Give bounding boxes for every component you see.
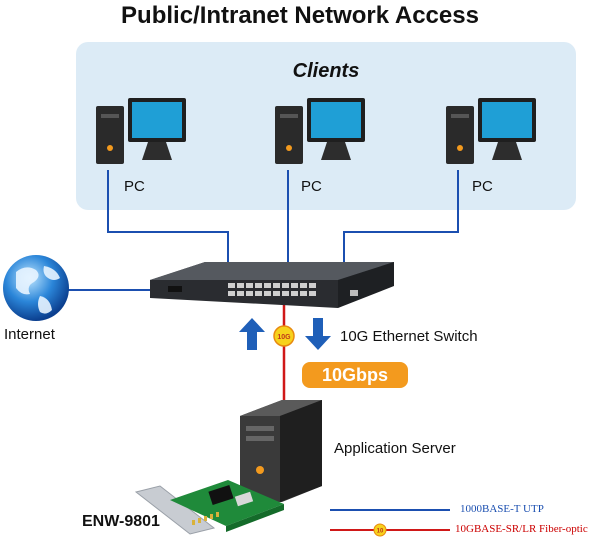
arrow-down-icon bbox=[305, 318, 331, 350]
pc-label: PC bbox=[301, 178, 322, 195]
legend-utp-label: 1000BASE-T UTP bbox=[460, 503, 544, 515]
pc-label: PC bbox=[124, 178, 145, 195]
pc-label: PC bbox=[472, 178, 493, 195]
link-pc1-switch bbox=[107, 170, 229, 262]
switch-icon bbox=[150, 262, 394, 308]
speed-badge: 10Gbps bbox=[302, 362, 408, 388]
link-pc3-switch bbox=[343, 170, 459, 262]
utp-links bbox=[66, 170, 459, 291]
internet-label: Internet bbox=[4, 326, 55, 343]
legend-fiber-badge-text: 10 bbox=[377, 529, 384, 535]
nic-card-icon bbox=[134, 480, 284, 535]
clients-label: Clients bbox=[292, 60, 360, 82]
pc-icon bbox=[446, 98, 536, 164]
globe-icon bbox=[3, 255, 69, 321]
pc-icon bbox=[275, 98, 365, 164]
server-icon bbox=[240, 400, 322, 502]
product-label: ENW-9801 bbox=[82, 513, 160, 530]
switch-label: 10G Ethernet Switch bbox=[340, 328, 478, 345]
fiber-port-badge-text: 10G bbox=[277, 334, 291, 341]
fiber-port-badge: 10G bbox=[273, 325, 295, 347]
server-label: Application Server bbox=[334, 440, 456, 457]
diagram-title: Public/Intranet Network Access bbox=[121, 2, 479, 29]
pc-icon bbox=[96, 98, 186, 164]
legend-fiber-label: 10GBASE-SR/LR Fiber-optic bbox=[455, 523, 588, 535]
arrow-up-icon bbox=[239, 318, 265, 350]
legend: 10 bbox=[330, 509, 450, 537]
